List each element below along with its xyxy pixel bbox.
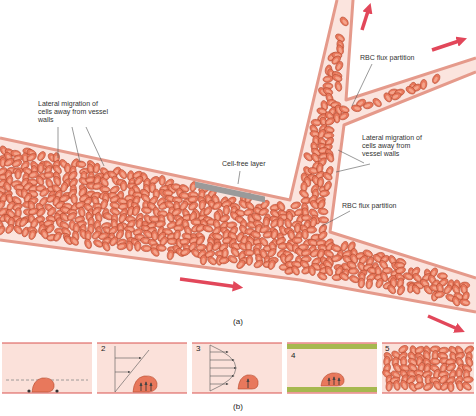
red-blood-cell — [180, 247, 192, 257]
red-blood-cell — [166, 249, 174, 260]
cell-free-band — [195, 182, 265, 203]
red-blood-cell — [202, 224, 213, 233]
red-blood-cell — [334, 60, 344, 72]
red-blood-cell — [244, 249, 254, 256]
red-blood-cell — [317, 230, 329, 241]
red-blood-cell — [246, 255, 254, 266]
red-blood-cell — [301, 215, 311, 222]
red-blood-cell — [399, 379, 409, 391]
red-blood-cell — [253, 259, 265, 270]
red-blood-cell — [386, 283, 397, 295]
red-blood-cell — [447, 382, 454, 393]
red-blood-cell — [385, 381, 393, 392]
red-blood-cell — [358, 278, 365, 289]
red-blood-cell — [334, 81, 343, 92]
panel-label: (b) — [223, 402, 253, 411]
red-blood-cell — [35, 175, 45, 187]
callout-number: 2 — [100, 344, 106, 353]
red-blood-cell — [141, 245, 151, 252]
label: Lateral migration of cells away from ves… — [362, 134, 432, 158]
red-blood-cell — [411, 284, 422, 296]
red-blood-cell — [402, 271, 414, 281]
red-blood-cell — [451, 295, 461, 307]
red-blood-cell — [28, 229, 38, 241]
red-blood-cell — [223, 205, 230, 215]
red-blood-cell — [405, 85, 417, 96]
red-blood-cell — [459, 298, 470, 307]
red-blood-cell — [463, 376, 473, 382]
red-blood-cell — [318, 207, 329, 215]
red-blood-cell — [323, 75, 334, 83]
callout-number: 3 — [195, 344, 201, 353]
red-blood-cell — [2, 181, 12, 193]
red-blood-cell — [18, 216, 29, 228]
red-blood-cell — [413, 381, 425, 391]
red-blood-cell — [15, 169, 22, 179]
flow-arrow — [180, 8, 462, 330]
red-blood-cell — [396, 284, 406, 296]
label: Cell-free layer — [222, 160, 282, 168]
red-blood-cell — [331, 254, 343, 263]
red-blood-cell — [267, 259, 277, 271]
panel-label: (a) — [223, 317, 253, 326]
red-blood-cell — [235, 259, 247, 271]
red-blood-cell — [363, 101, 374, 110]
red-blood-cell — [420, 79, 428, 90]
red-blood-cell — [141, 206, 152, 214]
red-blood-cells — [0, 16, 471, 308]
red-blood-cell — [227, 254, 239, 265]
red-blood-cell — [309, 217, 318, 228]
label: RBC flux partition — [342, 202, 422, 210]
red-blood-cell — [126, 241, 134, 252]
red-blood-cell — [308, 265, 317, 276]
red-blood-cell — [302, 229, 309, 239]
callout-number: 4 — [290, 351, 296, 360]
label: RBC flux partition — [360, 54, 440, 62]
red-blood-cell — [36, 150, 47, 162]
red-blood-cell — [316, 271, 328, 281]
red-blood-cell — [349, 268, 359, 275]
red-blood-cell — [393, 380, 401, 391]
red-blood-cell — [338, 111, 350, 121]
red-blood-cell — [365, 278, 373, 289]
red-blood-cell — [159, 175, 166, 185]
leader-line — [58, 64, 372, 226]
red-blood-cell — [200, 255, 208, 266]
red-blood-cell — [292, 237, 302, 243]
red-blood-cell — [92, 163, 101, 174]
red-blood-cell — [319, 190, 330, 198]
label: Lateral migration of cells away from ves… — [38, 100, 110, 124]
red-blood-cell — [37, 163, 44, 173]
red-blood-cell — [431, 73, 441, 85]
red-blood-cell — [52, 231, 63, 243]
red-blood-cell — [430, 358, 441, 365]
red-blood-cell — [338, 271, 350, 282]
red-blood-cell — [44, 171, 55, 178]
red-blood-cell — [318, 216, 329, 223]
vessel-wall — [0, 0, 476, 312]
red-blood-cell — [101, 240, 111, 252]
red-blood-cell — [371, 97, 383, 109]
vessel-lumen — [0, 0, 476, 312]
red-blood-cell — [211, 200, 223, 211]
panel-b — [2, 343, 475, 393]
red-blood-cell — [390, 91, 402, 101]
red-blood-cell — [339, 16, 350, 28]
red-blood-cell — [117, 168, 128, 180]
red-blood-cell — [434, 290, 445, 298]
red-blood-cell — [4, 223, 15, 235]
red-blood-cell — [69, 235, 81, 247]
red-blood-cell — [134, 241, 141, 251]
callout-number: 5 — [384, 344, 390, 353]
red-blood-cell — [149, 246, 161, 258]
red-blood-cell — [120, 181, 127, 191]
red-blood-cell — [83, 238, 92, 250]
red-blood-cell — [188, 195, 199, 203]
red-blood-cell — [422, 382, 434, 392]
red-blood-cell — [290, 265, 301, 277]
red-blood-cell — [461, 381, 473, 392]
red-blood-cell — [76, 161, 87, 168]
